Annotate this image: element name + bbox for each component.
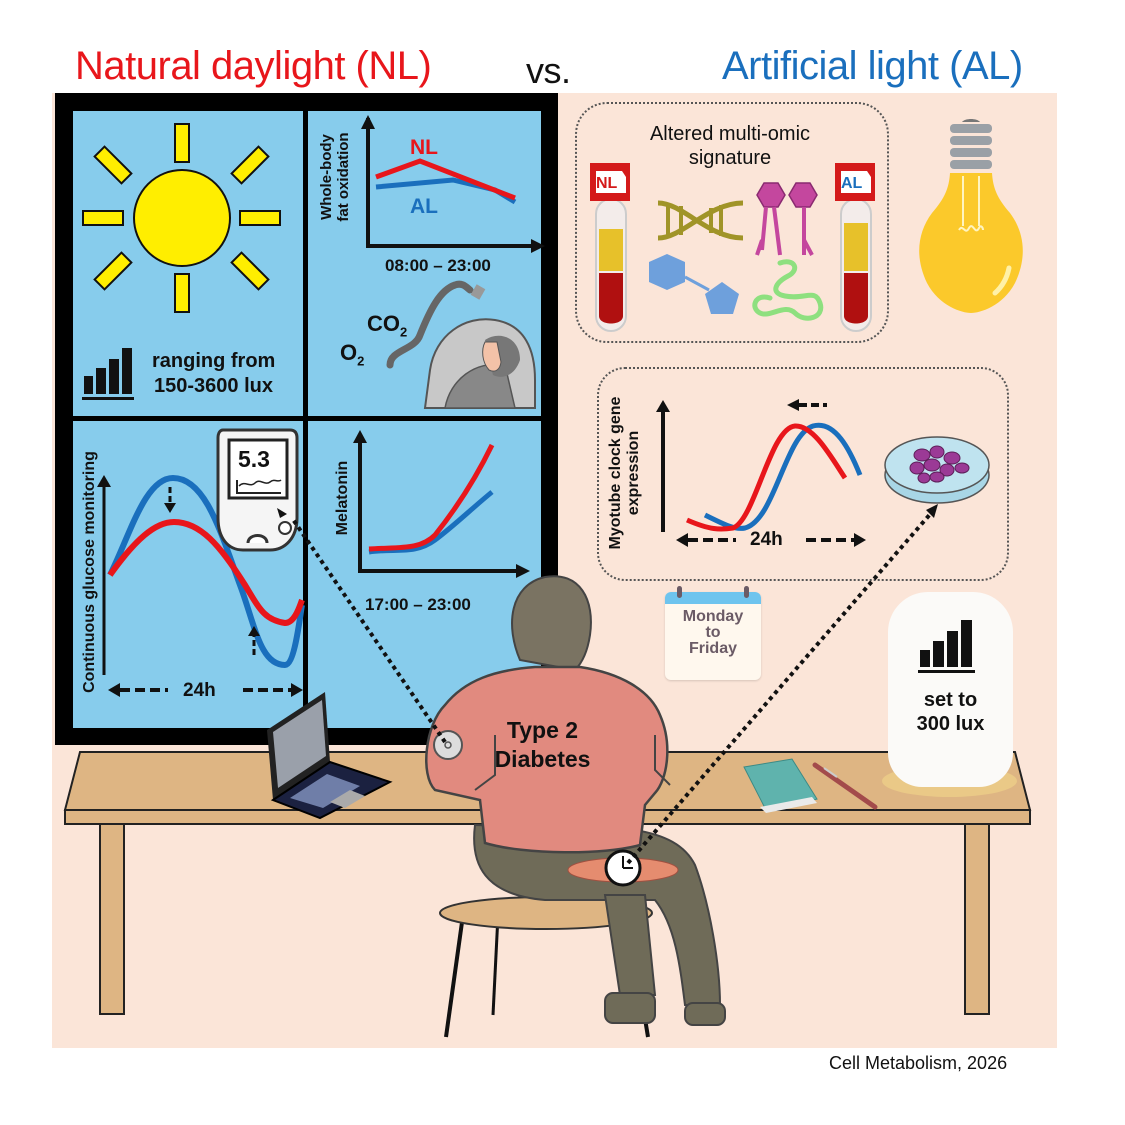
o2-subscript: 2	[357, 353, 365, 369]
myotube-box	[597, 367, 1009, 581]
calendar-line1: Monday	[682, 608, 744, 625]
citation: Cell Metabolism, 2026	[829, 1053, 1008, 1073]
co2-text: CO	[367, 311, 400, 336]
glucose-meter-icon	[216, 428, 299, 552]
blood-tube-al-icon	[835, 163, 875, 332]
glucose-xlabel: 24h	[183, 680, 216, 701]
diagnosis-line1: Type 2	[506, 717, 579, 743]
pen-icon	[812, 762, 878, 810]
fat-ox-series-al: AL	[410, 195, 438, 218]
fat-ox-xlabel: 08:00 – 23:00	[385, 256, 491, 275]
diagnosis-label: Type 2 Diabetes	[480, 716, 605, 774]
lux-range-line1: ranging from	[152, 350, 276, 372]
light-therapy-lamp	[888, 592, 1013, 787]
o2-text: O	[340, 340, 358, 365]
petri-dish-icon	[884, 436, 990, 504]
calendar-icon: Monday to Friday	[665, 586, 761, 680]
light-level-icon	[82, 348, 134, 400]
al-title: Artificial light (AL)	[722, 44, 1023, 88]
myotube-clock-chart	[656, 399, 863, 532]
omics-title-line1: Altered multi-omic	[649, 123, 811, 145]
omics-title: Altered multi-omic signature	[600, 122, 860, 170]
metabolite-icon	[649, 254, 739, 314]
rna-strand-icon	[752, 259, 824, 321]
sun-icon	[82, 123, 281, 313]
vs-label: vs.	[526, 50, 571, 91]
myotube-xlabel: 24h	[750, 529, 783, 550]
glucose-meter-reading: 5.3	[238, 446, 270, 472]
protein-icon	[755, 182, 818, 256]
calendar-line2: to	[705, 624, 721, 641]
calendar-text: Monday to Friday	[665, 604, 761, 657]
person-figure	[425, 575, 726, 1026]
notebook-icon	[743, 758, 818, 813]
lamp-light-level-icon	[918, 620, 975, 673]
melatonin-chart	[353, 430, 530, 578]
myotube-24h-arrow	[676, 533, 866, 547]
nl-title: Natural daylight (NL)	[75, 44, 432, 88]
dna-icon	[657, 200, 744, 241]
omics-title-line2: signature	[688, 147, 772, 169]
diagnosis-line2: Diabetes	[494, 746, 591, 772]
co2-label: CO2	[367, 311, 407, 339]
glucose-24h-arrow	[108, 683, 303, 697]
laptop-icon	[267, 692, 393, 820]
glucose-chart	[97, 474, 305, 675]
lamp-setting-label: set to 300 lux	[888, 688, 1013, 736]
melatonin-xlabel: 17:00 – 23:00	[365, 595, 471, 614]
lamp-line1: set to	[923, 689, 978, 711]
o2-label: O2	[340, 340, 364, 368]
lamp-line2: 300 lux	[916, 713, 985, 735]
light-bulb-icon	[919, 119, 1023, 313]
tube-al-label: AL	[841, 175, 863, 192]
fat-oxidation-chart	[361, 115, 545, 253]
calorimetry-hood-icon	[386, 280, 536, 409]
omics-box	[575, 102, 889, 343]
co2-subscript: 2	[400, 324, 408, 340]
blood-tube-nl-icon	[590, 163, 630, 332]
tube-nl-label: NL	[596, 175, 618, 192]
lux-range-line2: 150-3600 lux	[154, 375, 273, 397]
fat-ox-series-nl: NL	[410, 136, 438, 159]
calendar-line3: Friday	[688, 640, 737, 657]
